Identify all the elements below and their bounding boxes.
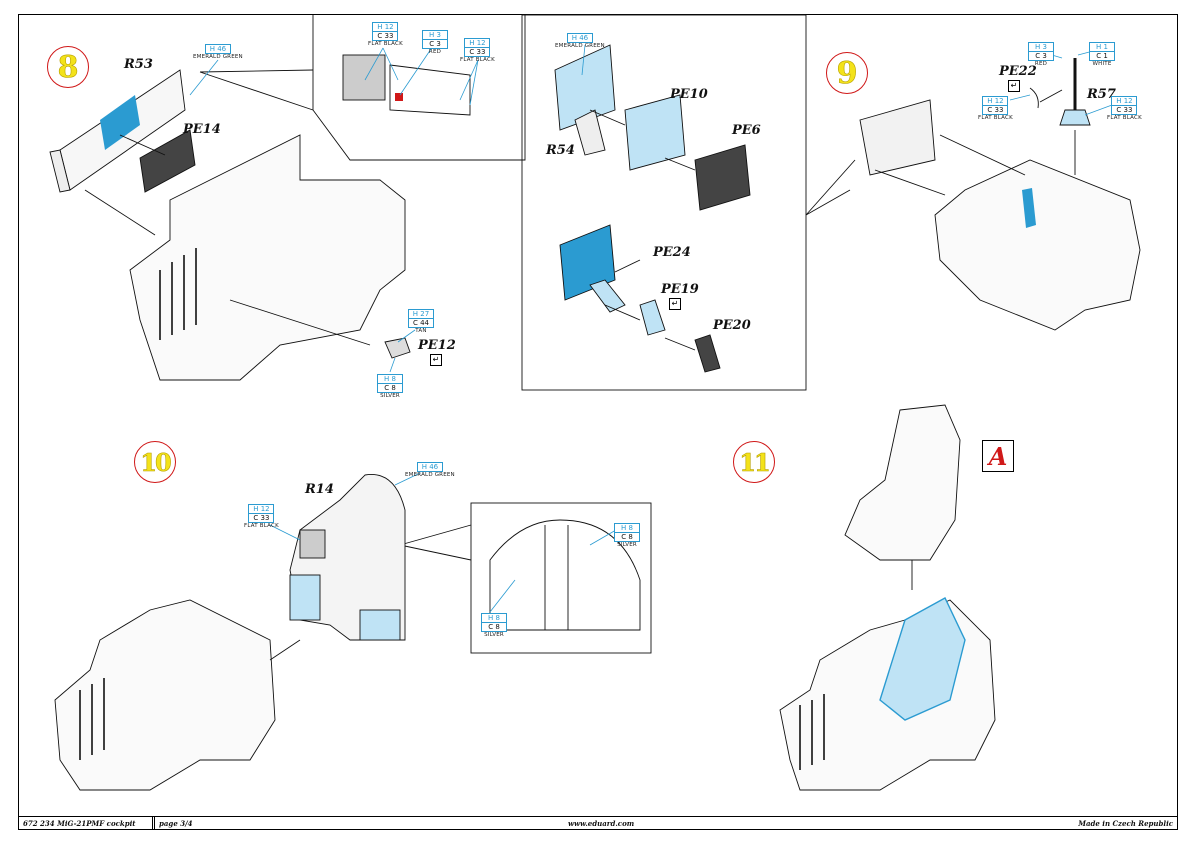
part-label-r14: R14 — [305, 482, 334, 497]
part-label-pe6: PE6 — [732, 123, 761, 138]
color-callout-emerald-green: H 46 EMERALD GREEN — [555, 33, 605, 49]
detail-panel-right — [389, 64, 471, 116]
r54-part — [554, 44, 616, 131]
stick-blue — [1022, 188, 1036, 228]
color-callout-emerald-green: H 46 EMERALD GREEN — [193, 44, 243, 60]
footer-bar: 672 234 MiG-21PMF cockpit page 3/4 www.e… — [18, 816, 1178, 830]
part-label-r54: R54 — [546, 143, 575, 158]
detail-box-step10 — [470, 502, 652, 654]
step-number-10: 10 — [134, 441, 176, 483]
detail-box-pe-panel — [521, 14, 807, 391]
page-frame — [18, 14, 1178, 830]
check-box-pe19: ↵ — [669, 298, 681, 310]
website-link[interactable]: www.eduard.com — [568, 818, 635, 828]
cockpit-tub-step8 — [129, 134, 406, 381]
pe10-part — [624, 94, 686, 171]
step-number-11: 11 — [733, 441, 775, 483]
detail-panel-left — [342, 54, 386, 101]
pe14-part — [139, 129, 196, 193]
step-number-9: 9 — [826, 52, 868, 94]
check-box-pe12: ↵ — [430, 354, 442, 366]
page-number: page 3/4 — [159, 818, 193, 828]
pe22-part — [1029, 87, 1039, 109]
check-box-pe22: ↵ — [1008, 80, 1020, 92]
r14-black-box — [299, 529, 326, 559]
part-label-r53: R53 — [124, 57, 153, 72]
pe12-part — [384, 337, 411, 359]
r53-blue-area — [100, 95, 140, 150]
pe6-part — [694, 144, 751, 211]
ejection-seat-a — [844, 404, 961, 561]
seat-installed-blue — [879, 597, 966, 721]
part-label-r57: R57 — [1087, 87, 1116, 102]
kit-title: 672 234 MiG-21PMF cockpit — [19, 817, 155, 829]
detail-step10-drawing — [489, 519, 641, 631]
made-in-label: Made in Czech Republic — [1078, 818, 1173, 828]
cockpit-tub-step10 — [54, 599, 276, 791]
part-label-pe10: PE10 — [670, 87, 708, 102]
step-number-8: 8 — [47, 46, 89, 88]
r57-stick — [1059, 58, 1091, 175]
part-label-pe22: PE22 — [999, 64, 1037, 79]
part-label-pe19: PE19 — [661, 282, 699, 297]
part-label-pe24: PE24 — [653, 245, 691, 260]
pe20-part — [694, 334, 721, 373]
pe19-part — [639, 299, 666, 336]
part-label-pe20: PE20 — [713, 318, 751, 333]
insert-marker-a: A — [982, 440, 1014, 472]
detail-box-step8 — [312, 15, 526, 161]
cockpit-tub-step9 — [934, 159, 1141, 331]
panel-step9 — [859, 99, 936, 176]
color-callout-emerald-green: H 46 EMERALD GREEN — [405, 462, 455, 478]
part-label-pe12: PE12 — [418, 338, 456, 353]
part-label-pe14: PE14 — [183, 122, 221, 137]
